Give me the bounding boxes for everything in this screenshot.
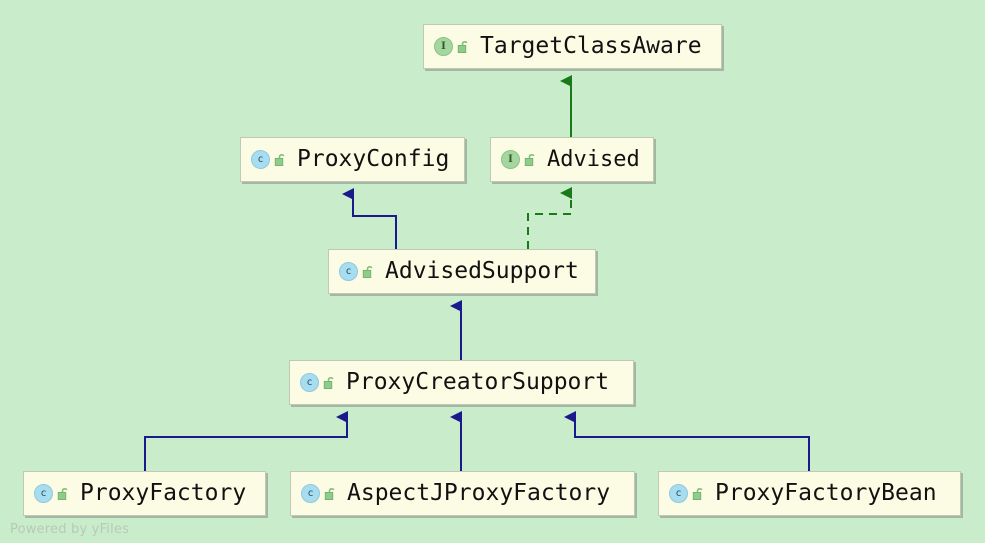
class-node-AdvisedSupport[interactable]: c AdvisedSupport	[328, 249, 596, 294]
unlocked-padlock-icon	[692, 487, 703, 500]
class-node-label: Advised	[547, 146, 640, 172]
class-node-ProxyFactoryBean[interactable]: c ProxyFactoryBean	[658, 471, 961, 516]
class-node-label: TargetClassAware	[480, 33, 702, 59]
unlocked-padlock-icon	[323, 376, 334, 389]
unlocked-padlock-icon	[524, 153, 535, 166]
interface-icon: I	[434, 37, 453, 56]
class-icon: c	[34, 484, 53, 503]
unlocked-padlock-icon	[324, 487, 335, 500]
class-node-ProxyConfig[interactable]: c ProxyConfig	[240, 137, 465, 182]
class-node-TargetClassAware[interactable]: I TargetClassAware	[423, 24, 722, 69]
class-icon: c	[251, 150, 270, 169]
class-node-AspectJProxyFactory[interactable]: c AspectJProxyFactory	[290, 471, 635, 516]
class-icon: c	[669, 484, 688, 503]
class-node-label: AdvisedSupport	[385, 258, 579, 284]
edge-advisedsupport-to-advised[interactable]	[527, 187, 572, 249]
node-icon-group: c	[300, 373, 336, 392]
node-icon-group: I	[434, 37, 470, 56]
node-icon-group: I	[501, 150, 537, 169]
unlocked-padlock-icon	[457, 40, 468, 53]
class-node-label: ProxyFactoryBean	[715, 480, 937, 506]
node-icon-group: c	[251, 150, 287, 169]
node-icon-group: c	[669, 484, 705, 503]
unlocked-padlock-icon	[57, 487, 68, 500]
edge-advisedsupport-to-proxyconfig[interactable]	[342, 188, 397, 249]
class-node-ProxyCreatorSupport[interactable]: c ProxyCreatorSupport	[289, 360, 634, 405]
node-icon-group: c	[34, 484, 70, 503]
node-icon-group: c	[339, 262, 375, 281]
yfiles-watermark: Powered by yFiles	[10, 522, 130, 537]
edge-proxyfactory-to-proxycreatorsupport[interactable]	[144, 411, 348, 471]
class-node-Advised[interactable]: I Advised	[490, 137, 654, 182]
interface-icon: I	[501, 150, 520, 169]
class-node-label: ProxyFactory	[80, 480, 247, 506]
class-node-ProxyFactory[interactable]: c ProxyFactory	[23, 471, 266, 516]
node-icon-group: c	[301, 484, 337, 503]
class-node-label: ProxyCreatorSupport	[346, 369, 610, 395]
class-icon: c	[301, 484, 320, 503]
class-icon: c	[300, 373, 319, 392]
edge-proxyfactorybean-to-proxycreatorsupport[interactable]	[564, 411, 810, 471]
class-node-label: ProxyConfig	[297, 146, 450, 172]
class-node-label: AspectJProxyFactory	[347, 480, 611, 506]
class-icon: c	[339, 262, 358, 281]
unlocked-padlock-icon	[274, 153, 285, 166]
unlocked-padlock-icon	[362, 265, 373, 278]
